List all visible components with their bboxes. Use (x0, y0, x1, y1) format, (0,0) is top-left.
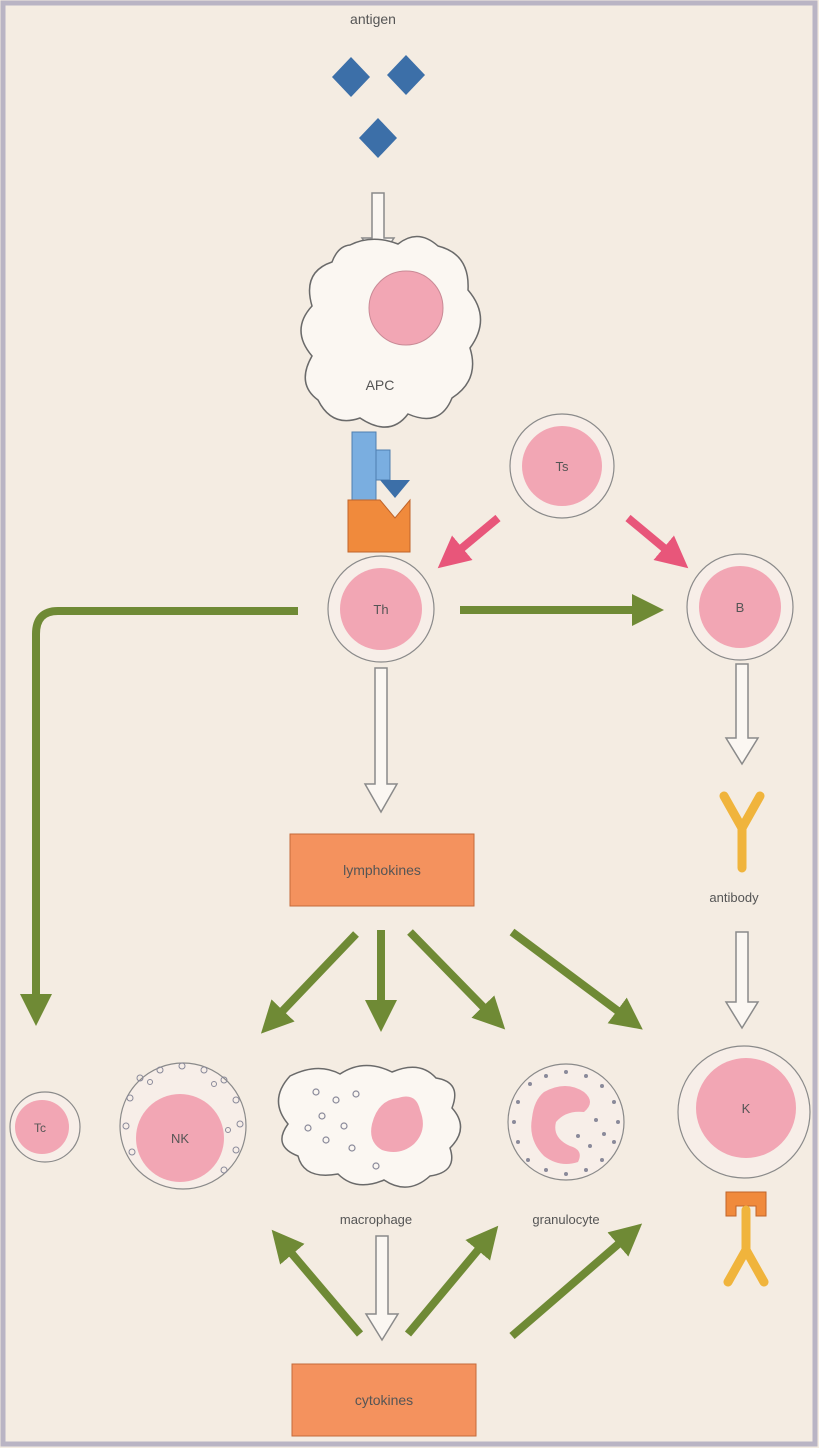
antibody-label: antibody (709, 890, 759, 905)
th-label: Th (373, 602, 388, 617)
apc-nucleus (369, 271, 443, 345)
tc-label: Tc (34, 1121, 46, 1135)
ts-label: Ts (556, 459, 570, 474)
cytokines-label: cytokines (355, 1392, 413, 1408)
k-label: K (742, 1101, 751, 1116)
macrophage-label: macrophage (340, 1212, 412, 1227)
antigen-label: antigen (350, 11, 396, 27)
b-label: B (736, 600, 745, 615)
lymphokines-label: lymphokines (343, 862, 421, 878)
mhc-receptor (352, 432, 376, 502)
apc-label: APC (366, 377, 395, 393)
granulocyte-label: granulocyte (532, 1212, 599, 1227)
mhc-receptor-arm (376, 450, 390, 480)
nk-label: NK (171, 1131, 189, 1146)
